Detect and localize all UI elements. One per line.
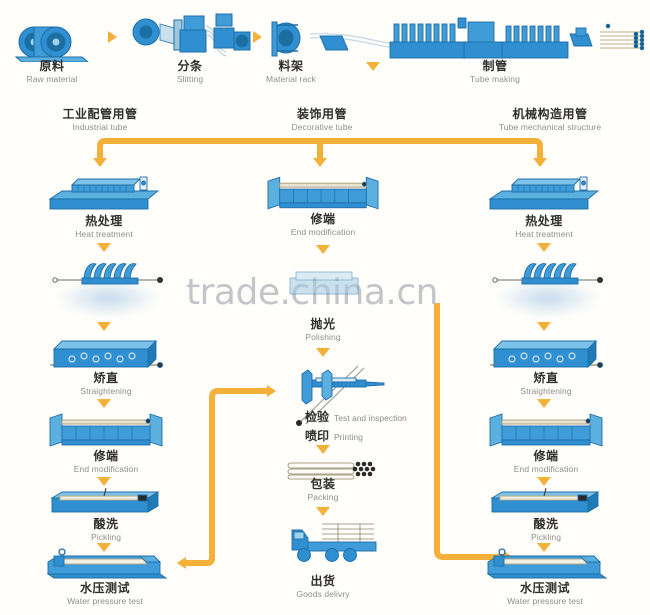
heat-glow bbox=[56, 278, 160, 318]
top-connector-arrow-3 bbox=[366, 62, 380, 71]
branch-arrow-decorative bbox=[313, 158, 327, 167]
straightening-machine-icon bbox=[44, 333, 168, 373]
step-label-decorative-endmod: 修端 End modification bbox=[290, 212, 356, 237]
return-arrow-to-inspection bbox=[267, 385, 276, 397]
top-step-label-1: 分条 Slitting bbox=[176, 59, 204, 84]
pickling-tank-icon bbox=[486, 486, 604, 518]
step-arrow-mechanical-1 bbox=[537, 243, 551, 252]
top-step-label-0: 原料 Raw material bbox=[26, 59, 78, 84]
step-label-industrial-endmod: 修端 End modification bbox=[73, 449, 139, 474]
top-connector-arrow-2 bbox=[253, 31, 262, 43]
step-arrow-mechanical-5 bbox=[537, 543, 551, 552]
step-arrow-mechanical-4 bbox=[537, 477, 551, 486]
step-arrow-industrial-1 bbox=[97, 243, 111, 252]
return-arrow-to-industrial-test bbox=[177, 557, 186, 569]
step-arrow-industrial-3 bbox=[97, 399, 111, 408]
quenching-rolls-icon bbox=[490, 258, 606, 292]
heat-glow bbox=[496, 278, 600, 318]
step-arrow-industrial-4 bbox=[97, 477, 111, 486]
tube-mill-icon bbox=[308, 14, 648, 68]
branch-label-decorative: 装饰用管 Decorative tube bbox=[291, 107, 353, 132]
step-label-mechanical-endmod: 修端 End modification bbox=[513, 449, 579, 474]
polishing-machine-icon bbox=[284, 268, 364, 306]
straightening-machine-icon bbox=[484, 333, 608, 373]
slitting-line-icon bbox=[130, 10, 254, 68]
step-arrow-mechanical-2 bbox=[537, 322, 551, 331]
step-arrow-decorative-2 bbox=[316, 348, 330, 357]
water-pressure-test-icon bbox=[480, 548, 610, 582]
branch-arrow-industrial bbox=[93, 158, 107, 167]
step-label-mechanical-pickling: 酸洗 Pickling bbox=[530, 517, 562, 542]
end-modification-machine-icon bbox=[486, 412, 606, 450]
pickling-tank-icon bbox=[46, 486, 164, 518]
step-arrow-mechanical-3 bbox=[537, 399, 551, 408]
water-pressure-test-icon bbox=[40, 548, 170, 582]
step-label-decorative-inspection: 检验 Test and inspection 喷印 Printing bbox=[305, 410, 407, 443]
step-arrow-decorative-1 bbox=[316, 245, 330, 254]
branch-arrow-mechanical bbox=[533, 158, 547, 167]
quenching-rolls-icon bbox=[50, 258, 166, 292]
step-label-mechanical-watertest: 水压测试 Water pressure test bbox=[507, 581, 583, 606]
top-step-label-2: 料架 Material rack bbox=[266, 59, 316, 84]
step-label-industrial-watertest: 水压测试 Water pressure test bbox=[67, 581, 143, 606]
top-step-label-3: 制管 Tube making bbox=[470, 59, 520, 84]
step-label-mechanical-heat: 热处理 Heat treatment bbox=[515, 214, 573, 239]
material-rack-icon bbox=[268, 18, 312, 60]
step-label-decorative-delivery: 出货 Goods delivry bbox=[296, 574, 350, 599]
step-label-industrial-straightening: 矫直 Straightening bbox=[80, 371, 132, 396]
branch-label-mechanical: 机械构造用管 Tube mechanical structure bbox=[498, 107, 602, 132]
step-label-industrial-pickling: 酸洗 Pickling bbox=[90, 517, 122, 542]
step-arrow-decorative-4 bbox=[316, 507, 330, 516]
step-arrow-industrial-5 bbox=[97, 543, 111, 552]
end-modification-machine-icon bbox=[46, 412, 166, 450]
step-arrow-decorative-3 bbox=[316, 445, 330, 454]
step-label-industrial-heat: 热处理 Heat treatment bbox=[75, 214, 133, 239]
steel-coils-icon bbox=[8, 16, 104, 62]
heat-treatment-furnace-icon bbox=[44, 175, 164, 215]
caliper-inspection-icon bbox=[272, 360, 392, 436]
step-label-decorative-polishing: 抛光 Polishing bbox=[305, 317, 341, 342]
branch-label-industrial: 工业配管用管 Industrial tube bbox=[62, 107, 138, 132]
step-arrow-industrial-2 bbox=[97, 322, 111, 331]
step-label-decorative-packing: 包装 Packing bbox=[307, 477, 339, 502]
top-connector-arrow-1 bbox=[108, 31, 117, 43]
tube-bundle-icon bbox=[284, 458, 376, 482]
step-label-mechanical-straightening: 矫直 Straightening bbox=[520, 371, 572, 396]
end-modification-machine-icon bbox=[264, 175, 382, 213]
delivery-truck-icon bbox=[288, 518, 382, 564]
heat-treatment-furnace-icon bbox=[484, 175, 604, 215]
